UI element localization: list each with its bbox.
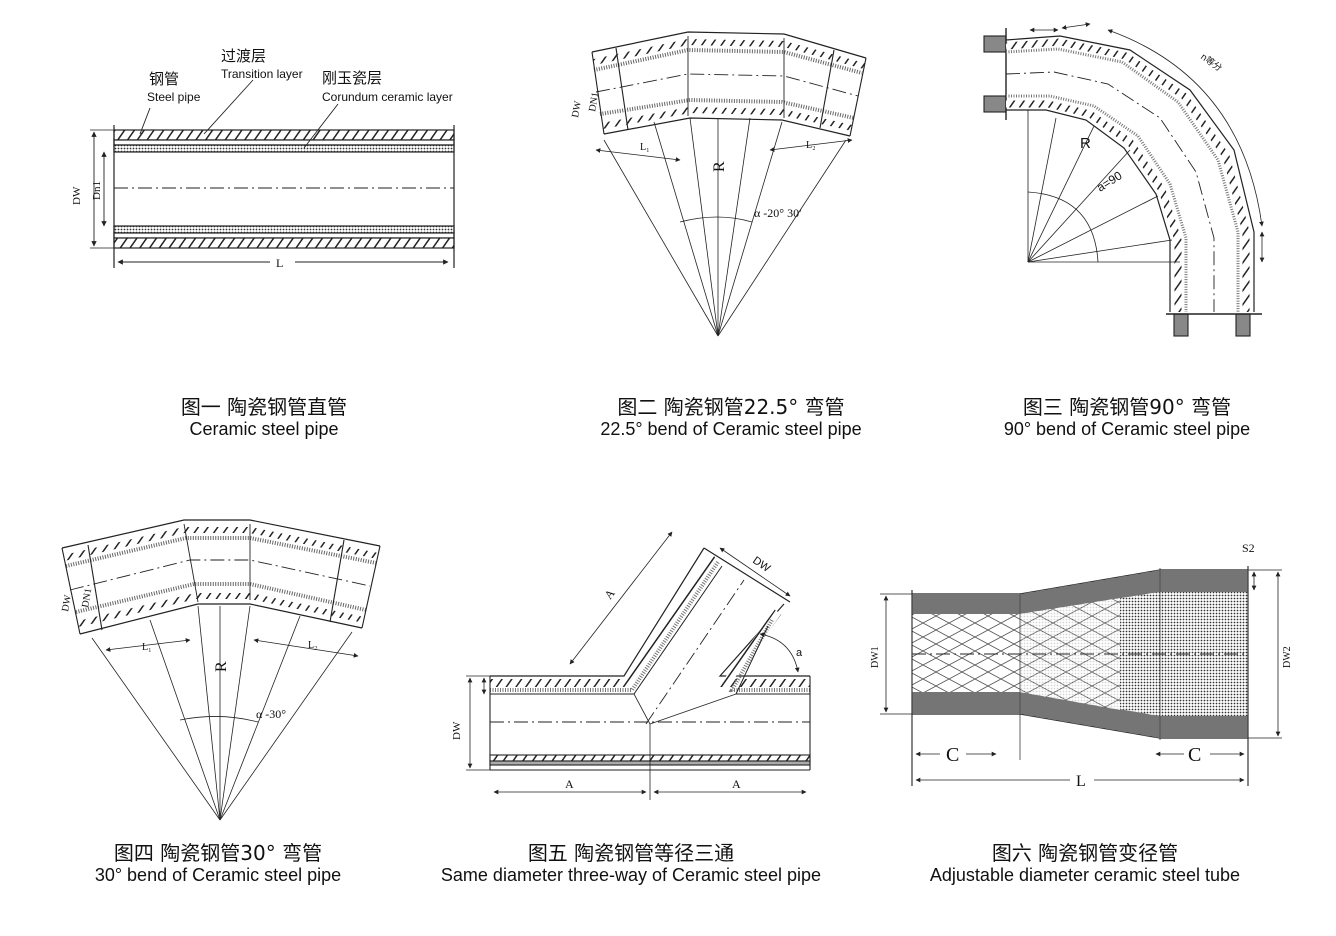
fig5-caption-en: Same diameter three-way of Ceramic steel… xyxy=(440,865,822,885)
fig2-alpha-label: α -20° 30′ xyxy=(754,206,802,220)
fig2-caption: 图二 陶瓷钢管22.5° 弯管 22.5° bend of Ceramic st… xyxy=(546,395,916,441)
fig5-a-right-label: A xyxy=(732,777,741,791)
fig2-r-label: R xyxy=(711,161,728,172)
fig4-r-label: R xyxy=(213,661,230,672)
fig5-dw-side-label: DW xyxy=(451,721,463,740)
fig6-reducer xyxy=(880,566,1282,786)
fig6-l-label: L xyxy=(1076,773,1086,790)
fig1-caption: 图一 陶瓷钢管直管 Ceramic steel pipe xyxy=(114,395,414,441)
fig2-dn-label: DN1 xyxy=(587,91,601,112)
fig6-c-left-label: C xyxy=(946,744,959,766)
fig5-dw-top-label: DW xyxy=(750,555,772,576)
fig2-bend-22 xyxy=(591,31,867,337)
fig6-c-right-label: C xyxy=(1188,744,1201,766)
fig6-dw1-label: DW1 xyxy=(870,646,881,668)
fig3-bend-90 xyxy=(983,22,1265,337)
fig4-alpha-label: α -30° xyxy=(256,707,286,721)
fig6-s2-label: S2 xyxy=(1242,541,1255,555)
fig1-steel-label-cn: 钢管 xyxy=(149,70,179,88)
fig1-transition-label-en: Transition layer xyxy=(221,67,303,81)
fig5-a-left-label: A xyxy=(565,777,574,791)
fig1-straight-pipe xyxy=(90,79,455,268)
fig4-l2-label: L₂ xyxy=(308,640,318,651)
fig1-caption-cn: 图一 陶瓷钢管直管 xyxy=(180,395,348,419)
fig6-dw2-label: DW2 xyxy=(1282,646,1293,668)
fig1-transition-label-cn: 过渡层 xyxy=(221,47,266,65)
fig3-r-label: R xyxy=(1080,135,1091,152)
fig2-caption-cn: 图二 陶瓷钢管22.5° 弯管 xyxy=(617,395,845,419)
fig6-caption: 图六 陶瓷钢管变径管 Adjustable diameter ceramic s… xyxy=(890,841,1280,887)
fig3-n-label: n等分 xyxy=(1198,51,1224,74)
fig6-caption-cn: 图六 陶瓷钢管变径管 xyxy=(991,841,1179,865)
fig1-dw-label: DW xyxy=(71,186,83,205)
fig4-caption-cn: 图四 陶瓷钢管30° 弯管 xyxy=(113,841,323,865)
fig5-a-branch-label: A xyxy=(601,586,618,602)
fig4-caption-en: 30° bend of Ceramic steel pipe xyxy=(94,865,342,885)
fig2-dw-label: DW xyxy=(570,100,584,119)
fig4-dw-label: DW xyxy=(60,594,74,613)
fig4-dn-label: DN1 xyxy=(80,587,94,608)
fig1-corundum-label-en: Corundum ceramic layer xyxy=(322,90,453,104)
fig4-l1-label: L₁ xyxy=(142,642,152,653)
fig2-l1-label: L₁ xyxy=(640,142,650,153)
fig5-a-angle-label: a xyxy=(796,647,803,659)
fig1-corundum-label-cn: 刚玉瓷层 xyxy=(322,69,382,87)
fig1-l-label: L xyxy=(276,256,283,270)
fig3-caption-cn: 图三 陶瓷钢管90° 弯管 xyxy=(1022,395,1232,419)
fig2-l2-label: L₂ xyxy=(806,140,816,151)
fig5-tee xyxy=(466,531,811,800)
fig2-caption-en: 22.5° bend of Ceramic steel pipe xyxy=(600,419,862,439)
fig1-steel-label-en: Steel pipe xyxy=(147,90,201,104)
fig3-caption-en: 90° bend of Ceramic steel pipe xyxy=(1003,419,1251,439)
fig3-a-label: a=90 xyxy=(1094,168,1125,194)
fig1-caption-en: Ceramic steel pipe xyxy=(189,419,339,439)
fig4-caption: 图四 陶瓷钢管30° 弯管 30° bend of Ceramic steel … xyxy=(58,841,378,887)
fig1-dn-label: Dn1 xyxy=(91,181,103,200)
fig3-caption: 图三 陶瓷钢管90° 弯管 90° bend of Ceramic steel … xyxy=(962,395,1292,441)
fig4-bend-30 xyxy=(61,519,381,821)
fig6-caption-en: Adjustable diameter ceramic steel tube xyxy=(929,865,1241,885)
fig5-caption: 图五 陶瓷钢管等径三通 Same diameter three-way of C… xyxy=(400,841,862,887)
fig5-caption-cn: 图五 陶瓷钢管等径三通 xyxy=(527,841,735,865)
